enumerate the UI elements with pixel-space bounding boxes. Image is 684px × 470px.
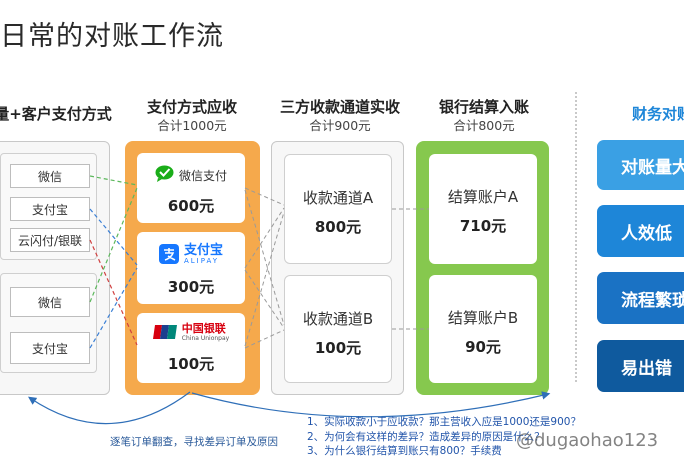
column-heading-channel: 三方收款通道实收 合计900元 [270,97,410,134]
problem-error-prone: 易出错 [597,340,684,392]
question-note-2: 2、为何会有这样的差异？造成差异的原因是什么？ [307,430,545,443]
receivable-card-alipay: 支付宝 ALIPAY 300元 [137,232,245,304]
problem-large-volume: 对账量大 [597,140,684,190]
channel-name-b: 收款通道B [302,310,374,328]
alipay-logo: 支付宝 ALIPAY [137,244,245,268]
watermark: @dugaohao123 [516,430,659,451]
method-unionpay-top: 云闪付/银联 [10,228,90,252]
method-alipay-top: 支付宝 [10,197,90,221]
account-amount-b: 90元 [465,338,501,356]
unionpay-sublabel: China Unionpay [181,335,230,342]
problem-low-efficiency: 人效低 [597,205,684,257]
reconciliation-note-left: 逐笔订单翻查，寻找差异订单及原因 [110,436,278,448]
channel-amount-a: 800元 [314,218,362,236]
method-alipay-bottom: 支付宝 [10,332,90,364]
column-heading-channel-label: 三方收款通道实收 [279,98,400,116]
column-heading-bank: 银行结算入账 合计800元 [414,97,554,134]
alipay-label: 支付宝 [183,243,223,258]
question-note-3: 3、为什么银行结算到账只有800？手续费 [307,445,502,457]
account-card-b: 结算账户B 90元 [429,275,537,383]
column-subtotal-bank: 合计800元 [453,118,515,133]
column-heading-receivable: 支付方式应收 合计1000元 [122,97,262,134]
alipay-sublabel: ALIPAY [183,257,220,265]
wechat-pay-icon [155,165,174,186]
receivable-card-unionpay: 中国银联 China Unionpay 100元 [137,313,245,383]
column-heading-bank-label: 银行结算入账 [438,98,529,116]
account-name-a: 结算账户A [447,188,519,206]
problem-complex-process: 流程繁琐 [597,272,684,324]
channel-name-a: 收款通道A [302,189,374,207]
receivable-amount-wechat: 600元 [167,197,215,215]
column-subtotal-receivable: 合计1000元 [157,118,227,133]
channel-card-b: 收款通道B 100元 [284,275,392,383]
method-wechat-top: 微信 [10,164,90,188]
question-note-1: 1、实际收款小于应收款？那主营收入应是1000还是900？ [307,416,581,428]
column-heading-finance-label: 财务对账 [632,105,684,123]
column-heading-receivable-label: 支付方式应收 [146,98,237,116]
page-title: 日常的对账工作流 [0,21,224,52]
feedback-arc-left [28,391,191,425]
question-notes: 1、实际收款小于应收款？那主营收入应是1000还是900？ 2、为何会有这样的差… [307,415,581,459]
wechat-pay-logo: 微信支付 [137,165,245,186]
receivable-amount-alipay: 300元 [167,278,215,296]
alipay-icon [158,244,179,268]
wechat-pay-label: 微信支付 [178,169,227,183]
account-name-b: 结算账户B [447,309,519,327]
channel-card-a: 收款通道A 800元 [284,154,392,264]
column-heading-methods: 量+客户支付方式 [0,104,114,124]
column-heading-methods-label: 量+客户支付方式 [0,105,112,123]
unionpay-label: 中国银联 [181,322,226,335]
receivable-amount-unionpay: 100元 [167,355,215,373]
unionpay-icon [152,324,177,344]
account-amount-a: 710元 [459,217,507,235]
method-wechat-bottom: 微信 [10,287,90,317]
unionpay-logo: 中国银联 China Unionpay [137,322,245,344]
channel-amount-b: 100元 [314,339,362,357]
feedback-arc-right [191,391,551,418]
section-divider [575,92,577,382]
receivable-card-wechat: 微信支付 600元 [137,153,245,223]
column-heading-finance: 财务对账 [632,104,684,124]
column-subtotal-channel: 合计900元 [309,118,371,133]
account-card-a: 结算账户A 710元 [429,154,537,264]
